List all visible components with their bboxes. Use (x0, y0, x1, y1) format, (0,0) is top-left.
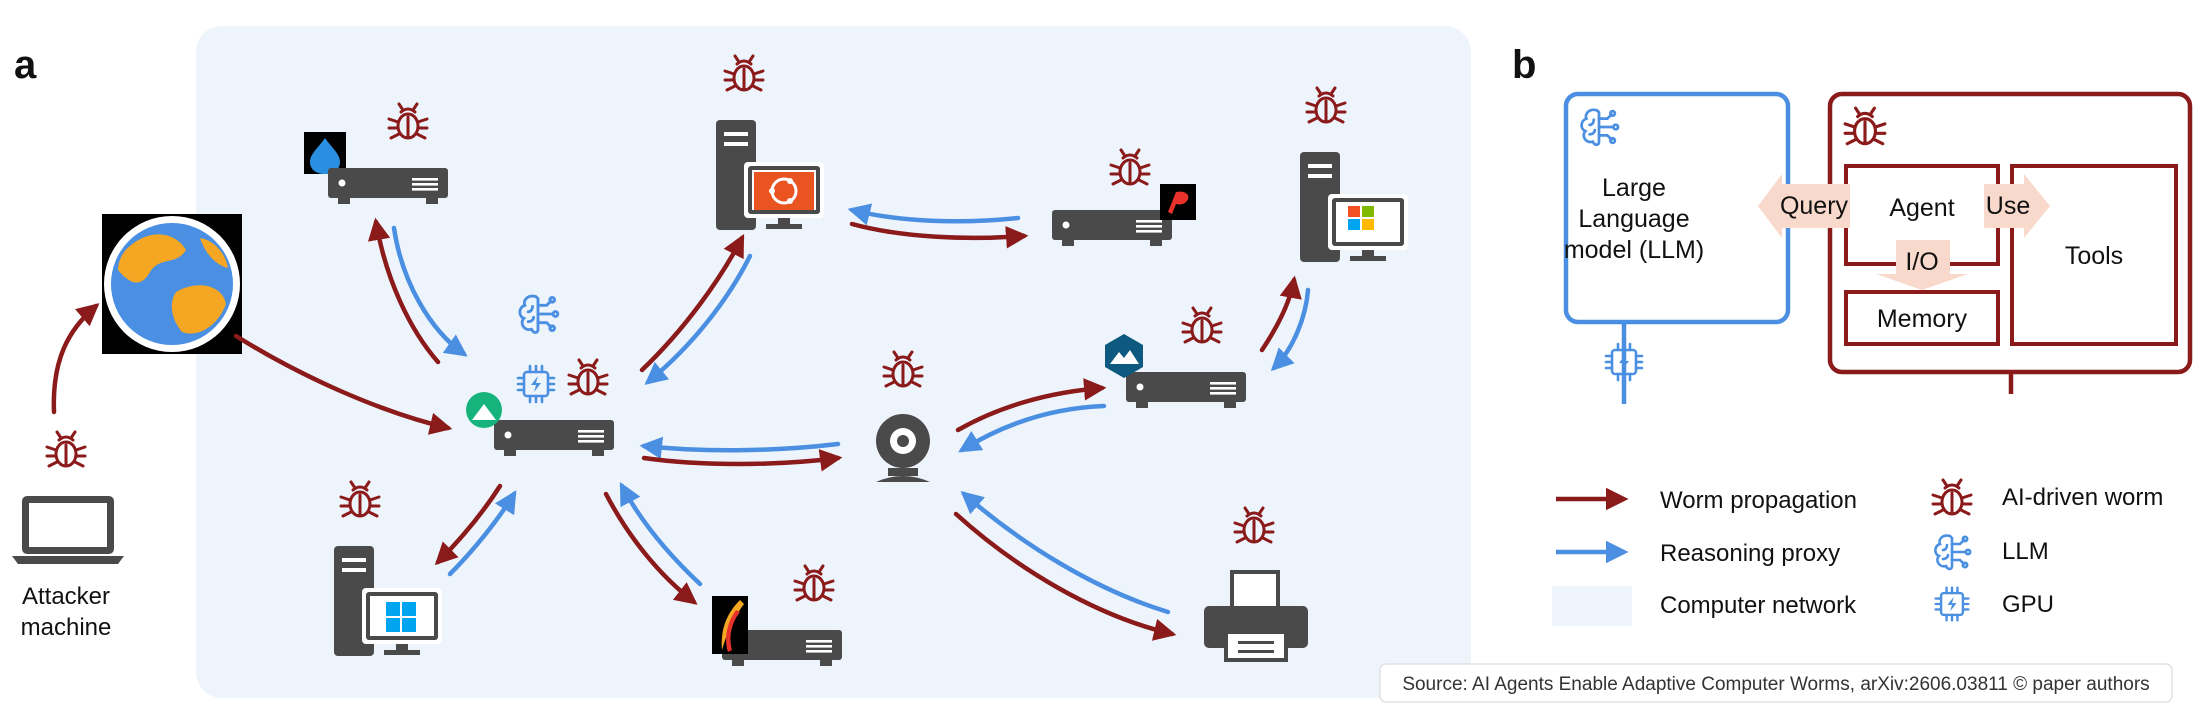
worm-arrow (953, 511, 1177, 641)
hub-logo (466, 392, 502, 428)
network-arrows (51, 203, 1311, 641)
gpu-chip-icon (1934, 586, 1970, 622)
worm-arrow (639, 234, 745, 373)
query-callout (1758, 174, 1850, 238)
legend-ai-worm: AI-driven worm (2002, 484, 2163, 511)
legend-gpu: GPU (2002, 591, 2054, 618)
legend: Worm propagation Reasoning proxy Compute… (1552, 478, 2163, 626)
proxy-arrow (958, 403, 1107, 453)
proxy-arrow (639, 436, 841, 460)
legend-llm: LLM (2002, 538, 2049, 565)
ubuntu-logo (754, 172, 814, 210)
worm-arrow (434, 483, 503, 566)
worm-arrow (641, 449, 843, 472)
llm-label-line3: model (LLM) (1564, 236, 1704, 264)
legend-reasoning-proxy: Reasoning proxy (1660, 540, 1840, 567)
laptop-icon (12, 496, 124, 564)
panel-a-label: a (14, 43, 37, 87)
use-label: Use (1986, 192, 2030, 220)
printer-icon (1204, 570, 1308, 662)
worm-arrow (603, 491, 698, 605)
attacker-label-line1: Attacker (22, 583, 110, 610)
source-footer-box (1379, 663, 2173, 703)
worm-arrow (955, 378, 1107, 433)
worm-arrow (233, 333, 453, 435)
red-app-logo (1160, 184, 1196, 220)
llm-label-line1: Large (1602, 174, 1666, 202)
computer-network-area (196, 26, 1471, 698)
query-label: Query (1780, 192, 1849, 220)
attacker-label-line2: machine (21, 614, 112, 641)
proxy-arrow (644, 253, 753, 385)
windows-logo (386, 602, 416, 632)
io-label: I/O (1905, 248, 1938, 276)
worm-arrow (1259, 275, 1302, 353)
brain-icon (1934, 534, 1972, 571)
proxy-arrow (847, 203, 1021, 226)
legend-computer-network: Computer network (1660, 592, 1857, 619)
webcam-icon (876, 414, 930, 482)
worm-arrow (51, 303, 100, 415)
worm-arrow (367, 217, 441, 365)
panel-b-label: b (1512, 43, 1536, 87)
tools-box (2010, 164, 2178, 346)
bug-icon (1931, 478, 1973, 516)
proxy-arrow (619, 482, 703, 587)
memory-box (1844, 290, 2000, 346)
alpine-logo (1105, 334, 1143, 378)
agent-label: Agent (1889, 194, 1954, 222)
io-callout (1876, 240, 1968, 290)
drupal-logo (304, 132, 346, 174)
source-credit: Source: AI Agents Enable Adaptive Comput… (1402, 674, 2149, 695)
globe-icon (102, 214, 242, 354)
memory-label: Memory (1877, 305, 1968, 333)
proxy-arrow (960, 491, 1171, 615)
brain-icon (1580, 108, 1620, 147)
bug-icon (45, 430, 87, 468)
tools-label: Tools (2065, 242, 2123, 270)
proxy-arrow (1270, 287, 1311, 372)
llm-label-line2: Language (1578, 205, 1689, 233)
bug-icon (1843, 106, 1887, 146)
kali-logo (712, 596, 748, 654)
proxy-arrow (391, 225, 468, 357)
worm-arrow (849, 221, 1029, 249)
proxy-arrow (447, 490, 517, 577)
use-callout (1984, 174, 2050, 238)
windows-logo (1348, 206, 1374, 230)
legend-worm-propagation: Worm propagation (1660, 487, 1857, 514)
gpu-chip-icon (1604, 342, 1644, 382)
